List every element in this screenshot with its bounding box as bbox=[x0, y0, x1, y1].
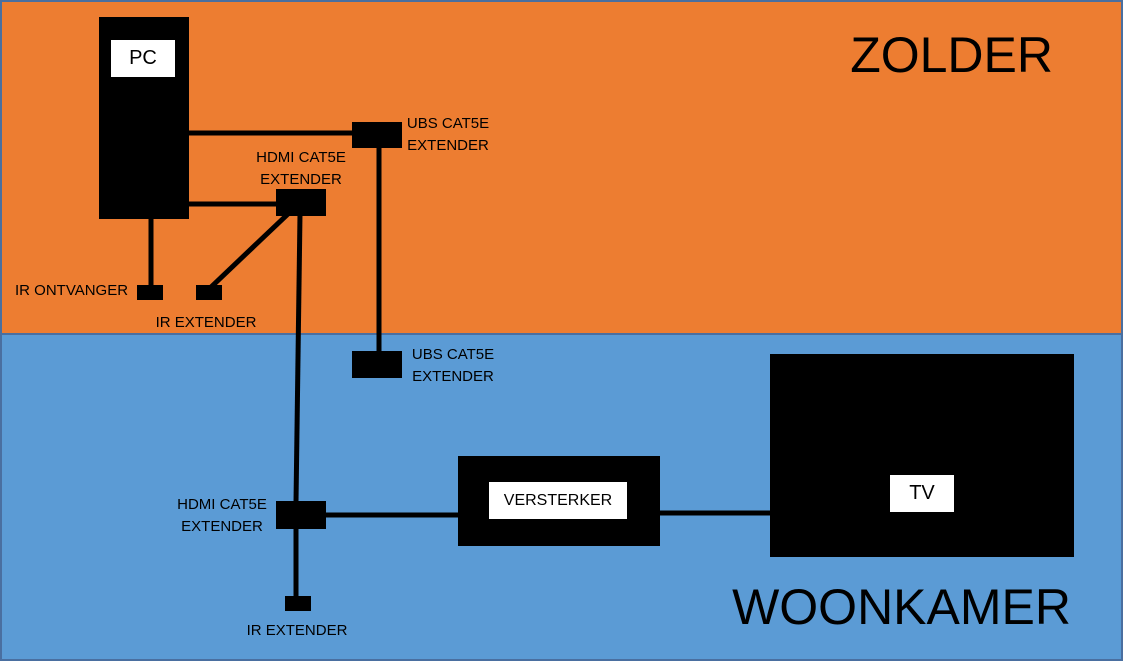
ubs-extender-top-label-line1: UBS CAT5E bbox=[406, 115, 490, 132]
ir-ontvanger-device bbox=[137, 285, 163, 300]
ubs-extender-bottom bbox=[352, 351, 402, 378]
zone-title-zolder: ZOLDER bbox=[850, 27, 1053, 83]
hdmi-extender-bottom-label-line1: HDMI CAT5E bbox=[177, 496, 267, 513]
ir-ontvanger-label: IR ONTVANGER bbox=[15, 282, 129, 299]
ir-extender-bottom-device bbox=[285, 596, 311, 611]
hdmi-extender-bottom bbox=[276, 501, 326, 529]
hdmi-extender-bottom-label: HDMI CAT5E EXTENDER bbox=[173, 494, 271, 538]
ir-extender-top-device bbox=[196, 285, 222, 300]
hdmi-extender-top-label-line2: EXTENDER bbox=[260, 171, 342, 188]
ubs-extender-top bbox=[352, 122, 402, 148]
versterker-device: VERSTERKER bbox=[458, 456, 660, 546]
ubs-extender-top-label-line2: EXTENDER bbox=[407, 137, 489, 154]
tv-label: TV bbox=[890, 475, 954, 512]
ubs-extender-bottom-label: UBS CAT5E EXTENDER bbox=[410, 344, 496, 388]
ubs-extender-bottom-label-line2: EXTENDER bbox=[412, 368, 494, 385]
hdmi-extender-bottom-label-line2: EXTENDER bbox=[181, 518, 263, 535]
ir-extender-top-label: IR EXTENDER bbox=[155, 314, 257, 331]
wire-hdmi-hdmi bbox=[293, 213, 303, 503]
tv-device: TV bbox=[770, 354, 1074, 557]
hdmi-extender-top-label: HDMI CAT5E EXTENDER bbox=[252, 147, 350, 191]
hdmi-extender-top bbox=[276, 189, 326, 216]
ubs-extender-bottom-label-line1: UBS CAT5E bbox=[411, 346, 495, 363]
ubs-extender-top-label: UBS CAT5E EXTENDER bbox=[405, 113, 491, 157]
hdmi-extender-top-label-line1: HDMI CAT5E bbox=[256, 149, 346, 166]
versterker-label: VERSTERKER bbox=[489, 482, 627, 519]
pc-label: PC bbox=[111, 40, 175, 77]
wire-hdmi-ir-extender bbox=[208, 210, 292, 290]
ir-extender-bottom-label: IR EXTENDER bbox=[246, 622, 348, 639]
pc-device: PC bbox=[99, 17, 189, 219]
zone-title-woonkamer: WOONKAMER bbox=[732, 579, 1071, 635]
